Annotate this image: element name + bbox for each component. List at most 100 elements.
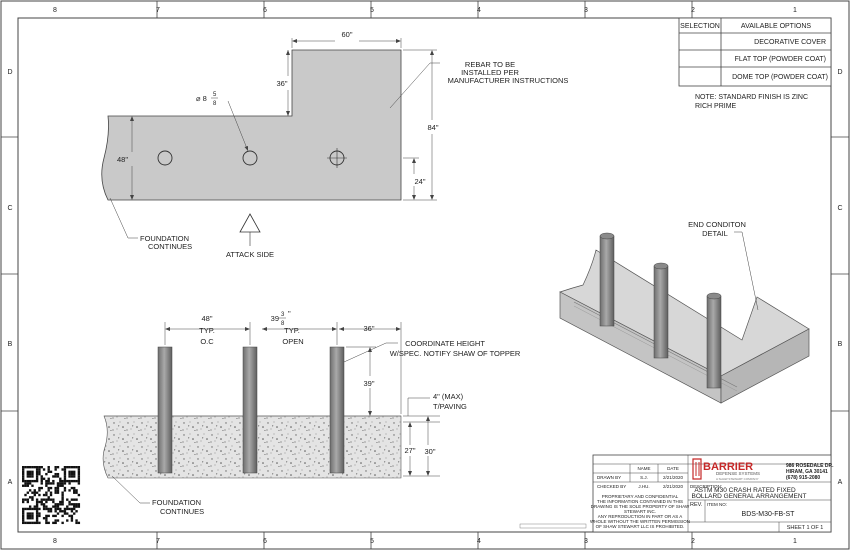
iso-bollard [653, 265, 669, 359]
elev-foundation-note: CONTINUES [160, 507, 204, 516]
plan-slab [101, 49, 402, 201]
company-name: BARRIER [703, 461, 753, 473]
qr-module [59, 477, 62, 480]
qr-module [24, 507, 27, 511]
qr-module [28, 505, 32, 508]
qr-module [77, 505, 81, 508]
qr-module [38, 468, 41, 471]
tb-checked-label: CHECKED BY [597, 484, 626, 489]
qr-module [35, 477, 39, 480]
qr-module [61, 491, 64, 494]
qr-module [63, 512, 67, 515]
qr-module [47, 470, 50, 474]
option-row: DOME TOP (POWDER COAT) [732, 74, 828, 81]
qr-module [70, 519, 74, 522]
tb-checked-date: 2/21/2020 [663, 484, 684, 489]
bollard-post [157, 346, 173, 474]
qr-module [49, 507, 53, 511]
qr-module [61, 514, 64, 518]
qr-module [70, 507, 74, 511]
logo-mark-icon [692, 458, 702, 480]
qr-module [31, 514, 34, 518]
qr-module [24, 498, 27, 501]
qr-module [35, 510, 39, 513]
dim-paving: 4" (MAX) [433, 392, 464, 401]
qr-module [54, 468, 57, 471]
tb-item-label: ITEM NO: [707, 502, 727, 507]
qr-module [77, 466, 81, 469]
qr-module [42, 517, 46, 520]
dim-embed: 27" [404, 446, 415, 455]
qr-module [31, 507, 34, 511]
qr-module [31, 479, 34, 483]
qr-module [54, 466, 57, 469]
qr-module [45, 484, 48, 487]
qr-module [45, 498, 48, 501]
iso-bollard [706, 295, 722, 389]
tb-sheet: SHEET 1 OF 1 [787, 525, 824, 531]
qr-module [45, 514, 48, 518]
qr-module [31, 512, 34, 515]
qr-module [54, 472, 57, 476]
qr-module [61, 498, 64, 501]
qr-module [75, 505, 78, 508]
qr-module [49, 482, 53, 485]
qr-module [45, 482, 48, 485]
qr-module [56, 486, 60, 490]
qr-module [63, 475, 67, 478]
qr-module [73, 466, 76, 469]
qr-module [61, 503, 64, 506]
qr-module [56, 482, 60, 485]
qr-module [40, 503, 43, 506]
qr-module [22, 512, 25, 515]
qr-module [54, 514, 57, 518]
qr-module [68, 475, 71, 478]
qr-module [52, 482, 55, 485]
qr-module [45, 479, 48, 483]
tb-checked-name: J.HU. [638, 484, 649, 489]
qr-module [73, 486, 76, 490]
col-label: 2 [691, 538, 695, 545]
qr-module [35, 466, 39, 469]
qr-module [35, 498, 39, 501]
qr-module [70, 510, 74, 513]
qr-module [28, 472, 32, 476]
qr-module [42, 493, 46, 497]
qr-module [28, 475, 32, 478]
dim-height: 39" [363, 379, 374, 388]
qr-module [26, 479, 30, 483]
tb-description-label: DESCRIPTION: [690, 484, 722, 489]
qr-module [22, 475, 25, 478]
qr-module [63, 470, 67, 474]
col-label: 8 [53, 7, 57, 14]
qr-module [47, 479, 50, 483]
attack-side-label: ATTACK SIDE [226, 250, 274, 259]
qr-module [54, 505, 57, 508]
qr-module [75, 503, 78, 506]
qr-module [66, 519, 69, 522]
qr-module [33, 466, 36, 469]
qr-module [35, 470, 39, 474]
qr-module [61, 493, 64, 497]
plan-view: 60" 36" 48" 84" 24" ⌀ 8 5 8 REBAR TO BE [101, 30, 568, 259]
qr-module [22, 517, 25, 520]
qr-module [42, 468, 46, 471]
qr-module [33, 505, 36, 508]
qr-module [35, 519, 39, 522]
qr-module [54, 489, 57, 492]
qr-module [45, 493, 48, 497]
qr-module [56, 484, 60, 487]
qr-module [68, 489, 71, 492]
qr-module [77, 493, 81, 497]
qr-module [28, 496, 32, 499]
qr-module [28, 489, 32, 492]
qr-module [59, 500, 62, 504]
qr-module [38, 521, 41, 525]
qr-module [47, 466, 50, 469]
qr-module [47, 507, 50, 511]
qr-module [38, 472, 41, 476]
qr-module [52, 498, 55, 501]
qr-module [75, 521, 78, 525]
dim-open-den: 8 [281, 321, 285, 327]
qr-module [49, 470, 53, 474]
